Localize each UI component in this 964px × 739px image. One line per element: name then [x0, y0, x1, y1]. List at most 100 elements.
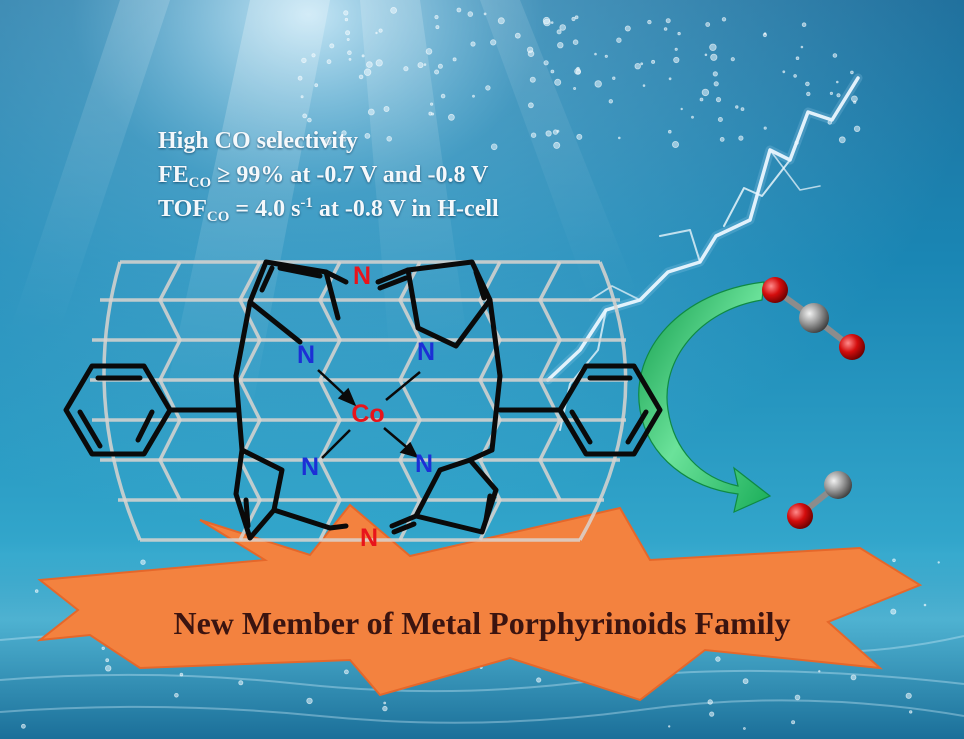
bubble — [668, 77, 672, 81]
carbon-monoxide-molecule-icon — [787, 471, 852, 529]
bubble — [850, 674, 857, 681]
bubble — [311, 53, 316, 58]
bubble — [801, 22, 807, 28]
bubble — [557, 42, 564, 49]
bubble — [366, 61, 373, 68]
fe-label: FE — [158, 162, 189, 188]
bubble — [634, 62, 641, 70]
bubble — [829, 91, 834, 96]
bubble — [800, 45, 804, 49]
bubble — [674, 47, 678, 51]
bridge-nitrogen-top: N — [353, 262, 371, 290]
bubble — [853, 125, 861, 132]
bridge-nitrogen-bottom: N — [360, 524, 378, 552]
bubble — [490, 143, 498, 151]
bubble — [553, 141, 561, 149]
bubble — [604, 54, 608, 58]
bubble — [344, 17, 349, 22]
bubble — [892, 558, 896, 563]
bubble — [836, 93, 841, 98]
bubble — [297, 75, 303, 81]
bubble — [105, 658, 110, 663]
bubble — [101, 646, 105, 650]
claim-turnover-frequency: TOFCO = 4.0 s-1 at -0.8 V in H-cell — [158, 192, 499, 226]
bubble — [612, 76, 616, 80]
bubble — [701, 88, 710, 97]
bubble — [794, 694, 801, 701]
bubble — [805, 81, 810, 87]
bubble — [608, 99, 613, 104]
bubble — [497, 17, 505, 25]
bubble — [20, 723, 26, 729]
bubble — [791, 720, 796, 725]
bubble — [326, 59, 332, 65]
pyrrole-nitrogen-lower-left: N — [301, 453, 319, 481]
bubble — [383, 106, 390, 113]
bubble — [528, 102, 534, 109]
bubble — [383, 701, 387, 705]
lightning-bolt-icon — [543, 73, 863, 431]
bubble — [301, 57, 307, 64]
bubble — [667, 129, 672, 134]
bubble — [616, 37, 622, 43]
bubble — [347, 50, 352, 55]
bubble — [594, 52, 597, 56]
bubble — [937, 561, 940, 564]
bubble — [743, 727, 746, 730]
bubble — [342, 137, 347, 142]
bubble — [363, 68, 372, 76]
fe-subscript: CO — [188, 175, 212, 191]
bubble — [665, 18, 671, 24]
bubble — [707, 699, 713, 705]
pyrrole-nitrogen-lower-right: N — [415, 450, 433, 478]
bubble — [367, 108, 375, 116]
bubble — [559, 24, 566, 31]
bubble — [709, 43, 717, 51]
bubble — [452, 57, 457, 62]
bubble — [329, 43, 335, 49]
bubble — [456, 7, 462, 13]
bubble — [782, 70, 786, 74]
bubble — [361, 54, 365, 58]
bubble — [735, 105, 739, 109]
porphyrinoid-bonds — [63, 259, 663, 541]
pyrrole-nitrogen-upper-right: N — [417, 338, 435, 366]
bubble — [691, 115, 694, 119]
bubble — [762, 32, 768, 38]
bubble — [364, 132, 371, 139]
cobalt-center: Co — [351, 400, 384, 428]
bubble — [348, 58, 352, 61]
bubble — [704, 53, 708, 57]
bubble — [341, 130, 347, 136]
bubble — [730, 57, 735, 62]
bubble — [624, 25, 631, 32]
bubble — [527, 50, 535, 57]
bubble — [719, 136, 725, 142]
bubble — [795, 56, 800, 60]
bubble — [345, 30, 351, 36]
bubble — [905, 692, 912, 699]
bubble — [542, 16, 551, 25]
bubble — [571, 16, 576, 22]
bubble — [545, 130, 552, 137]
bubble — [306, 697, 313, 705]
bubble — [556, 129, 560, 133]
bubble — [472, 94, 475, 98]
claim-faradaic-efficiency: FECO ≥ 99% at -0.7 V and -0.8 V — [158, 158, 488, 192]
bubble — [423, 63, 427, 66]
bubble — [853, 100, 857, 104]
bubble — [428, 111, 433, 116]
bubble — [386, 136, 393, 142]
pyrrole-nitrogen-upper-left: N — [297, 341, 315, 369]
tof-subscript: CO — [206, 209, 230, 225]
bubble — [709, 711, 715, 717]
banner-text: New Member of Metal Porphyrinoids Family — [173, 605, 791, 641]
bubble — [850, 70, 854, 75]
carbon-nanotube-lattice — [90, 260, 628, 542]
bubble — [806, 91, 811, 97]
bubble — [390, 6, 398, 14]
bubble — [314, 83, 319, 88]
